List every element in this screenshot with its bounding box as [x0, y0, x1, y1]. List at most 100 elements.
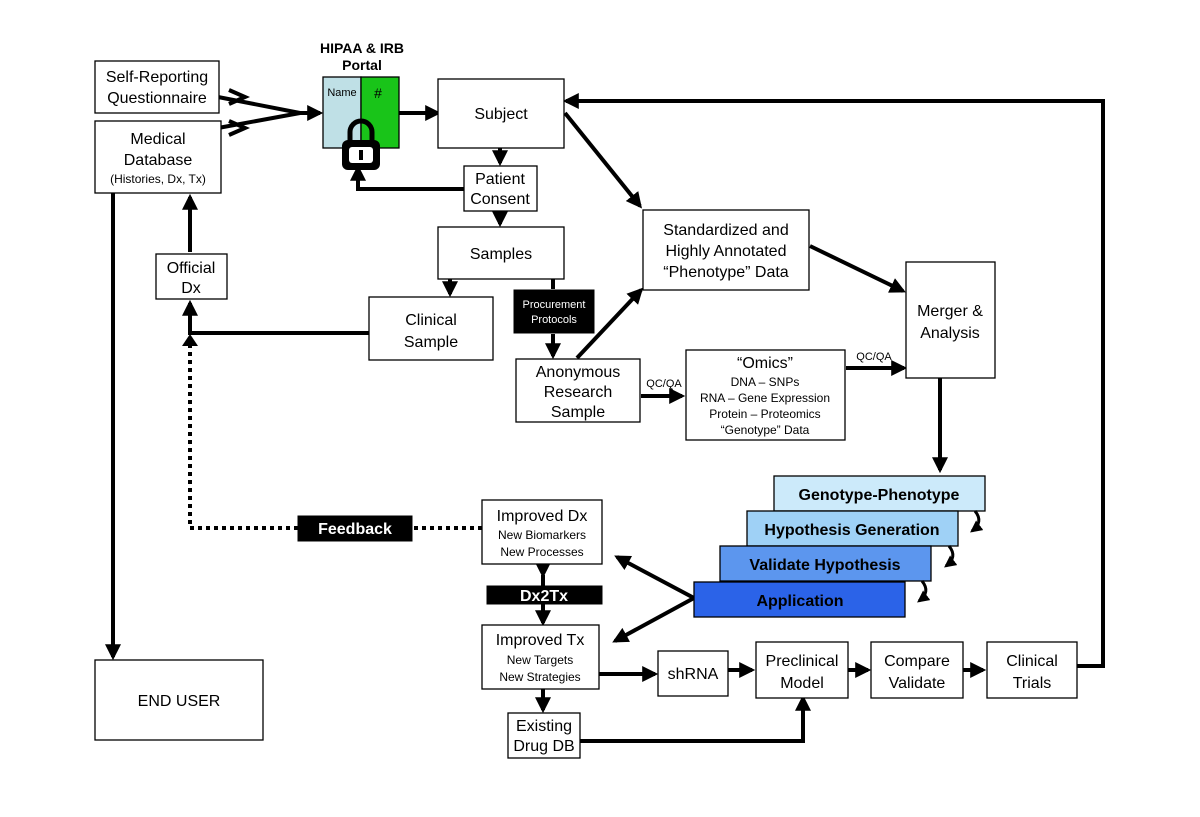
arrow-subject-to-phenotype	[563, 111, 643, 209]
improved-dx-line3: New Processes	[500, 545, 583, 559]
dx2tx-badge: Dx2Tx	[486, 585, 603, 605]
arrow-questionnaire-to-portal	[217, 95, 301, 115]
shrna-box: shRNA	[657, 650, 729, 697]
improved-tx-box: Improved Tx New Targets New Strategies	[481, 624, 600, 690]
portal-title-line1: HIPAA & IRB	[320, 40, 404, 56]
clinical-sample-line2: Sample	[404, 334, 458, 351]
patient-consent-line1: Patient	[475, 171, 525, 188]
procurement-line1: Procurement	[523, 299, 586, 311]
improved-tx-line3: New Strategies	[499, 670, 580, 684]
improved-dx-line1: Improved Dx	[497, 508, 588, 525]
stack-label-1: Genotype-Phenotype	[799, 487, 960, 504]
feedback-arrowhead	[182, 334, 198, 346]
omics-box: “Omics” DNA – SNPs RNA – Gene Expression…	[685, 349, 846, 441]
feedback-badge: Feedback	[297, 515, 413, 542]
feedback-line-left	[188, 345, 298, 530]
portal-number-panel	[360, 76, 400, 149]
omics-line1: “Omics”	[737, 355, 793, 372]
omics-line3: RNA – Gene Expression	[700, 391, 830, 405]
analysis-stack: Genotype-Phenotype Hypothesis Generation…	[693, 475, 986, 618]
self-reporting-line1: Self-Reporting	[106, 69, 208, 86]
patient-consent-line2: Consent	[470, 191, 530, 208]
feedback-label: Feedback	[318, 521, 392, 538]
preclinical-line1: Preclinical	[766, 653, 839, 670]
stack-label-4: Application	[756, 593, 843, 610]
samples-label: Samples	[470, 246, 532, 263]
merger-analysis-box: Merger & Analysis	[905, 261, 996, 379]
stack-application: Application	[693, 581, 906, 618]
merger-line1: Merger &	[917, 303, 983, 320]
official-dx-line2: Dx	[181, 280, 201, 297]
trials-line1: Clinical	[1006, 653, 1058, 670]
official-dx-line1: Official	[167, 260, 216, 277]
patient-consent-box: Patient Consent	[463, 165, 538, 212]
arrow-trials-to-subject	[562, 93, 1105, 668]
anonymous-line3: Sample	[551, 404, 605, 421]
arrow-consent-to-lock	[350, 164, 464, 191]
omics-line2: DNA – SNPs	[731, 375, 800, 389]
phenotype-data-box: Standardized and Highly Annotated “Pheno…	[642, 209, 810, 291]
official-dx-box: Official Dx	[155, 253, 228, 300]
anonymous-line1: Anonymous	[536, 364, 621, 381]
phenotype-line3: “Phenotype” Data	[663, 264, 789, 281]
drugdb-line2: Drug DB	[513, 738, 574, 755]
stack-label-2: Hypothesis Generation	[764, 522, 939, 539]
compare-validate-box: Compare Validate	[870, 641, 964, 699]
compare-line1: Compare	[884, 653, 950, 670]
arrow-chevron-bottom	[228, 119, 250, 137]
clinical-sample-line1: Clinical	[405, 312, 457, 329]
stack-hypothesis-generation: Hypothesis Generation	[746, 510, 959, 547]
omics-line5: “Genotype” Data	[721, 423, 810, 437]
procurement-line2: Protocols	[531, 314, 577, 326]
arrow-chevron-top	[228, 88, 250, 106]
preclinical-line2: Model	[780, 675, 824, 692]
drugdb-line1: Existing	[516, 718, 572, 735]
improved-tx-line1: Improved Tx	[496, 632, 585, 649]
qcqa-label-left: QC/QA	[646, 378, 682, 390]
trials-line2: Trials	[1013, 675, 1052, 692]
stack-validate-hypothesis: Validate Hypothesis	[719, 545, 932, 582]
merger-line2: Analysis	[920, 325, 980, 342]
clinical-trials-box: Clinical Trials	[986, 641, 1078, 699]
hipaa-irb-portal: HIPAA & IRB Portal Name #	[320, 40, 404, 170]
clinical-sample-box: Clinical Sample	[368, 296, 494, 361]
phenotype-line1: Standardized and	[663, 222, 788, 239]
compare-line2: Validate	[889, 675, 946, 692]
anonymous-research-sample-box: Anonymous Research Sample	[515, 358, 641, 423]
preclinical-model-box: Preclinical Model	[755, 641, 849, 699]
stack-curve-3	[917, 580, 931, 603]
end-user-label: END USER	[138, 693, 221, 710]
improved-dx-box: Improved Dx New Biomarkers New Processes	[481, 499, 603, 565]
anonymous-line2: Research	[544, 384, 612, 401]
arrow-drugdb-to-preclinical	[580, 694, 811, 743]
medical-database-line1: Medical	[130, 131, 185, 148]
omics-line4: Protein – Proteomics	[709, 407, 820, 421]
portal-name-label: Name	[327, 87, 356, 99]
portal-title-line2: Portal	[342, 57, 382, 73]
phenotype-line2: Highly Annotated	[666, 243, 787, 260]
procurement-protocols-box: Procurement Protocols	[513, 289, 595, 334]
self-reporting-line2: Questionnaire	[107, 90, 207, 107]
medical-database-box: Medical Database (Histories, Dx, Tx)	[94, 120, 222, 194]
padlock-icon	[342, 118, 380, 170]
stack-label-3: Validate Hypothesis	[749, 557, 900, 574]
improved-dx-line2: New Biomarkers	[498, 528, 586, 542]
stack-curve-1	[970, 510, 984, 533]
medical-database-line3: (Histories, Dx, Tx)	[110, 172, 206, 186]
end-user-box: END USER	[94, 659, 264, 741]
arrow-application-to-dx	[614, 555, 695, 600]
connectors	[105, 88, 1105, 743]
qcqa-label-right: QC/QA	[856, 351, 892, 363]
samples-box: Samples	[437, 226, 565, 280]
portal-number-label: #	[374, 85, 382, 101]
subject-label: Subject	[474, 106, 528, 123]
shrna-label: shRNA	[668, 666, 719, 683]
arrow-phenotype-to-merger	[809, 244, 906, 293]
subject-box: Subject	[437, 78, 565, 149]
existing-drug-db-box: Existing Drug DB	[507, 712, 581, 759]
medical-database-line2: Database	[124, 152, 193, 169]
dx2tx-label: Dx2Tx	[520, 588, 568, 605]
stack-genotype-phenotype: Genotype-Phenotype	[773, 475, 986, 512]
arrow-anonymous-to-phenotype	[575, 287, 644, 360]
